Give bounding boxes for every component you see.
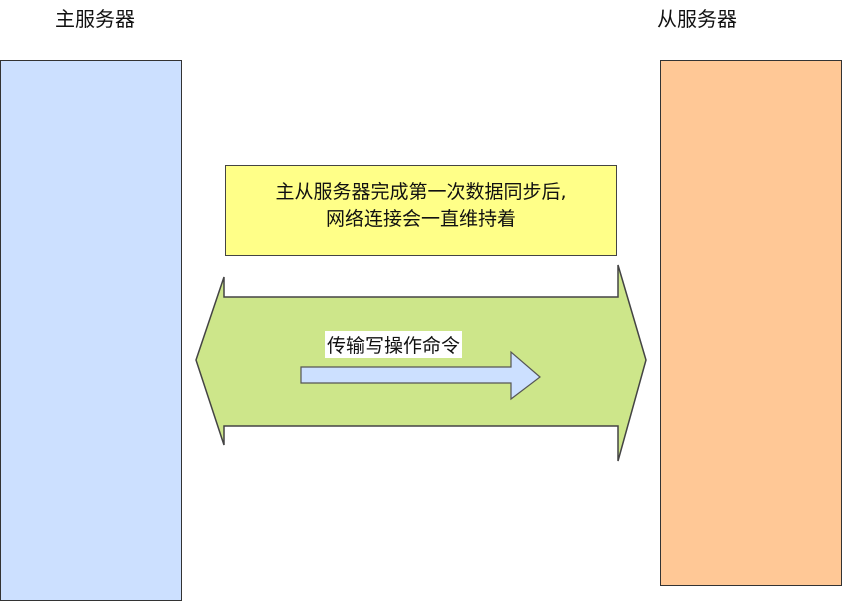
sync-note: 主从服务器完成第一次数据同步后, 网络连接会一直维持着	[225, 165, 617, 256]
command-label: 传输写操作命令	[325, 331, 463, 358]
master-title: 主服务器	[55, 7, 135, 31]
sync-note-line1: 主从服务器完成第一次数据同步后,	[275, 181, 567, 203]
sync-note-line2: 网络连接会一直维持着	[325, 208, 516, 230]
master-server-box	[0, 60, 182, 601]
command-arrow-icon	[300, 350, 541, 401]
slave-title: 从服务器	[657, 7, 737, 31]
